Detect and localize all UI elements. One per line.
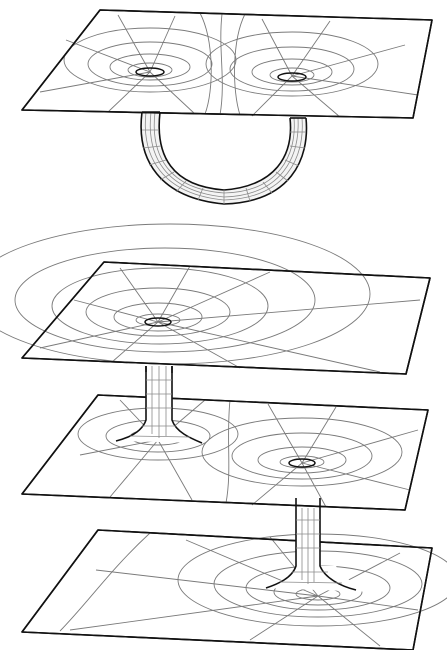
top-sheet (21, 9, 433, 119)
top-panel (21, 9, 433, 205)
tube-sheet2-sheet3 (262, 498, 374, 592)
top-right-well (277, 72, 307, 82)
bottom-panel (0, 223, 447, 650)
sheet-3 (21, 529, 447, 650)
top-sheet-grid (39, 12, 419, 118)
handle-tube (140, 111, 308, 205)
sheet-1-well (144, 317, 172, 327)
sheet-2-right-well (288, 458, 316, 468)
sheet-2 (21, 394, 429, 511)
top-left-well (135, 67, 165, 77)
tube-sheet1-sheet2 (115, 366, 203, 444)
sheet-1 (0, 223, 431, 375)
